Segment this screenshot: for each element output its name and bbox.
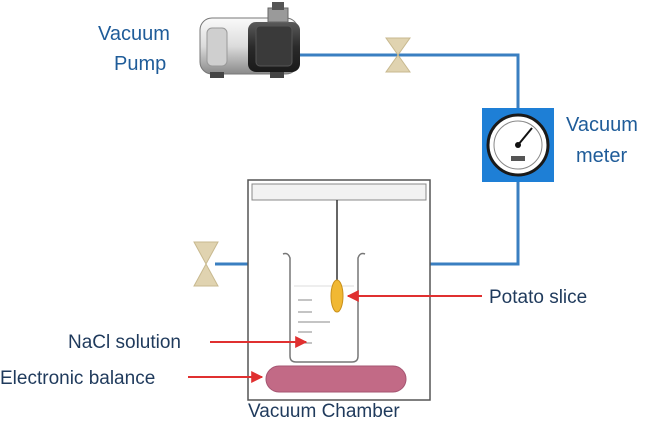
valve-icon [385, 37, 411, 73]
pipe-meter-to-chamber [430, 182, 520, 266]
vacuum-pump-icon [199, 2, 300, 78]
potato-slice-shape [330, 279, 344, 313]
pressure-gauge-icon [482, 108, 554, 182]
electronic-balance-shape [265, 365, 407, 393]
pump-label-line2: Pump [114, 53, 166, 75]
valve-icon [193, 241, 219, 287]
pipe-pump-to-meter [300, 53, 520, 108]
meter-label-line1: Vacuum [566, 114, 638, 136]
nacl-label: NaCl solution [68, 332, 181, 353]
pump-label-line1: Vacuum [98, 23, 170, 45]
chamber-label: Vacuum Chamber [248, 401, 400, 422]
potato-label: Potato slice [489, 287, 587, 308]
pipes [215, 53, 520, 266]
balance-label: Electronic balance [0, 368, 155, 389]
meter-label-line2: meter [576, 145, 627, 167]
